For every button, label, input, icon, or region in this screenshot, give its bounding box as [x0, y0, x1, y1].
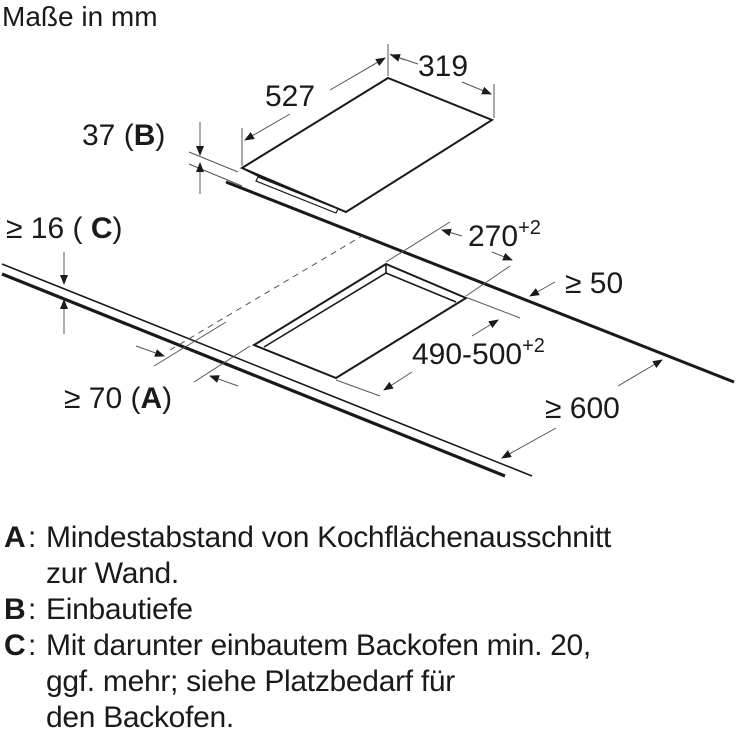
hob-thickness-label: 37 (B)	[82, 119, 165, 152]
dimension-527: 527	[241, 44, 389, 166]
worktop-cutout	[251, 262, 469, 380]
rear-clearance-label: ≥ 50	[565, 267, 623, 300]
dimension-37-b: 37 (B)	[82, 119, 243, 194]
dimension-270: 270+2	[385, 217, 541, 297]
cutout-width-label: 490-500+2	[412, 335, 545, 371]
legend-separator: :	[28, 593, 37, 626]
dimension-min-70-a: ≥ 70 (A)	[64, 321, 251, 415]
legend-item-b: B : Einbautiefe	[4, 592, 734, 628]
legend-key-b: B	[4, 593, 26, 626]
legend-line: zur Wand.	[46, 557, 179, 590]
legend-line: Mit darunter einbautem Backofen min. 20,	[46, 629, 591, 662]
hob-width-label: 527	[265, 80, 315, 113]
worktop-front-edge-bottom	[1, 272, 506, 478]
dimension-319: 319	[389, 50, 495, 118]
legend-text-b: Einbautiefe	[46, 592, 734, 628]
worktop-front-edge-top	[1, 263, 533, 477]
worktop	[1, 180, 735, 478]
legend-line: Mindestabstand von Kochflächenausschnitt	[46, 521, 612, 554]
dimension-min-600: ≥ 600	[501, 359, 663, 459]
dimension-min-16-c: ≥ 16 ( C)	[6, 212, 123, 334]
hob-depth-label: 319	[418, 50, 468, 83]
legend-line: Einbautiefe	[46, 593, 193, 626]
legend-text-a: Mindestabstand von Kochflächenausschnitt…	[46, 520, 734, 592]
installation-diagram: Maße in mm 527 319 37 (B)	[1, 1, 735, 478]
legend-separator: :	[28, 629, 37, 662]
hob-appliance	[239, 76, 495, 214]
dimension-min-50: ≥ 50	[467, 267, 623, 319]
wall-distance-label: ≥ 70 (A)	[64, 382, 172, 415]
legend-key-c: C	[4, 629, 26, 662]
legend-line: den Backofen.	[46, 701, 234, 734]
units-title: Maße in mm	[2, 1, 158, 32]
hob-bottom-rail	[255, 176, 339, 214]
legend: A : Mindestabstand von Kochflächenaussch…	[4, 520, 734, 736]
legend-text-c: Mit darunter einbautem Backofen min. 20,…	[46, 628, 734, 736]
legend-separator: :	[28, 521, 37, 554]
worktop-depth-label: ≥ 600	[545, 392, 620, 425]
cutout-guide-dashed	[169, 235, 363, 351]
cutout-outer	[251, 262, 469, 380]
legend-item-c: C : Mit darunter einbautem Backofen min.…	[4, 628, 734, 736]
cutout-depth-label: 270+2	[468, 217, 541, 253]
legend-key-a: A	[4, 521, 26, 554]
legend-line: ggf. mehr; siehe Platzbedarf für	[46, 665, 455, 698]
worktop-rear-edge	[225, 180, 735, 384]
worktop-thickness-label: ≥ 16 ( C)	[6, 212, 123, 245]
legend-item-a: A : Mindestabstand von Kochflächenaussch…	[4, 520, 734, 592]
dimension-490-500: 490-500+2	[335, 319, 545, 397]
